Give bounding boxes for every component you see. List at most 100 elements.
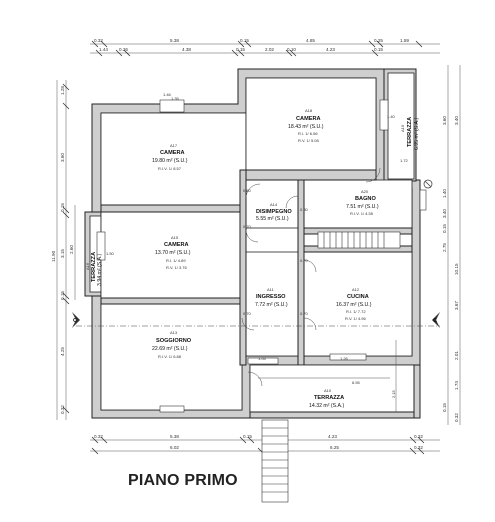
dim-top2-6: 0.10 xyxy=(287,47,296,52)
room-a14-area: 5.55 m² (S.U.) xyxy=(256,216,289,222)
dim-right-5: 2.75 xyxy=(442,243,447,252)
dim-bottom-5: 0.32 xyxy=(414,434,423,439)
room-a16-name: TERRAZZA xyxy=(91,252,97,282)
dim-bottom2-2: 6.25 xyxy=(330,445,339,450)
dim-right-9: 1.74 xyxy=(454,381,459,390)
inner-dim-10: 0.70 xyxy=(243,311,252,316)
dim-left-3: 0.15 xyxy=(60,203,65,212)
room-a10-code: A10 xyxy=(324,388,332,393)
room-a12-code: A12 xyxy=(352,287,360,292)
room-a13-ratio: R.I.V. 1/ 6.88 xyxy=(158,354,182,359)
dim-right-10: 3.40 xyxy=(454,116,459,125)
dim-top-6: 1.59 xyxy=(400,38,409,43)
dim-top2-7: 4.23 xyxy=(326,47,335,52)
section-arrow-right-icon xyxy=(432,312,440,328)
room-a14-name: DISIMPEGNO xyxy=(256,209,292,215)
plan-title: PIANO PRIMO xyxy=(128,472,238,489)
left-dimensions: 1.28 3.60 0.15 3.15 2.60 0.15 4.25 0.32 … xyxy=(51,80,76,420)
room-a12-area: 16.37 m² (S.U.) xyxy=(336,302,372,308)
dim-left-8: 0.32 xyxy=(60,405,65,414)
room-a14-code: A14 xyxy=(270,202,278,207)
dim-bottom-3: 0.15 xyxy=(243,434,252,439)
room-a18-area: 18.43 m² (S.U.) xyxy=(288,124,324,130)
entrance-stairs xyxy=(261,419,289,503)
dim-bottom-4: 4.23 xyxy=(328,434,337,439)
room-a20-ratio: R.I.V. 1/ 4.55 xyxy=(350,211,374,216)
room-a12-ri: R.I. 1/ 7.72 xyxy=(346,309,366,314)
room-a11-name: INGRESSO xyxy=(256,294,286,300)
right-dimensions: 3.60 1.40 3.40 0.15 2.75 10.15 3.67 2.01… xyxy=(442,65,461,425)
dim-left-2: 3.60 xyxy=(60,153,65,162)
dim-top-5: 0.25 xyxy=(374,38,383,43)
room-a17-area: 19.80 m² (S.U.) xyxy=(152,158,188,164)
room-a15-ri: R.I. 1/ 4.89 xyxy=(166,258,186,263)
room-a12-rv: R.V. 1/ 4.96 xyxy=(345,316,367,321)
dim-left-7: 4.25 xyxy=(60,347,65,356)
room-a16-code: A16 xyxy=(85,262,90,270)
inner-dim-1: 1.46 xyxy=(163,92,172,97)
inner-dim-11: 0.70 xyxy=(300,311,309,316)
inner-dim-6: 0.80 xyxy=(300,207,309,212)
room-a13-code: A13 xyxy=(170,330,178,335)
section-arrow-left-icon xyxy=(72,312,80,328)
dim-right-12: 0.32 xyxy=(454,413,459,422)
dim-left-total: 11.90 xyxy=(51,250,56,262)
terrace-a10-area xyxy=(249,364,421,419)
room-a13-name: SOGGIORNO xyxy=(156,338,192,344)
room-a17-name: CAMERA xyxy=(160,150,185,156)
dim-right-7: 3.67 xyxy=(454,301,459,310)
room-a18-name: CAMERA xyxy=(296,116,321,122)
section-line: C C xyxy=(72,312,440,412)
inner-dim-9: 0.70 xyxy=(243,224,252,229)
room-a20-code: A20 xyxy=(361,189,369,194)
room-a10-area: 14.32 m² (S.A.) xyxy=(309,403,344,409)
room-a11-area: 7.72 m² (S.U.) xyxy=(255,302,288,308)
dim-top2-4: 0.15 xyxy=(236,47,245,52)
inner-dim-13: 1.50 xyxy=(106,251,115,256)
room-a19-code: A19 xyxy=(400,124,405,132)
dim-bottom-1: 0.32 xyxy=(94,434,103,439)
inner-dim-7: 1.05 xyxy=(258,356,267,361)
room-a15-area: 13.70 m² (S.U.) xyxy=(155,250,191,256)
section-mark-left: C xyxy=(73,318,77,324)
doors xyxy=(241,167,381,387)
inner-dim-2: 1.35 xyxy=(171,96,180,101)
top-dimensions: 0.32 5.38 0.15 4.85 0.25 1.59 1.44 0.26 … xyxy=(90,38,440,57)
dim-right-3: 3.40 xyxy=(442,209,447,218)
staircase xyxy=(317,231,401,249)
room-a13-area: 22.69 m² (S.U.) xyxy=(152,346,188,352)
room-a20-name: BAGNO xyxy=(355,196,376,202)
dim-bottom2-1: 6.02 xyxy=(170,445,179,450)
dim-top2-5: 2.02 xyxy=(265,47,274,52)
inner-dimensions: 1.46 1.35 1.40 1.72 0.80 0.80 1.05 1.26 … xyxy=(106,92,409,398)
room-a10-name: TERRAZZA xyxy=(314,395,344,401)
dim-top-3: 0.15 xyxy=(240,38,249,43)
room-a11-code: A11 xyxy=(267,287,275,292)
room-a17-code: A17 xyxy=(170,143,178,148)
room-a18-rv: R.V. 1/ 5.08 xyxy=(298,138,320,143)
room-a20-area: 7.51 m² (S.U.) xyxy=(346,204,379,210)
dim-top2-8: 0.15 xyxy=(374,47,383,52)
room-labels: A17 CAMERA 19.80 m² (S.U.) R.I.V. 1/ 8.5… xyxy=(85,108,420,409)
dim-right-4: 0.15 xyxy=(442,224,447,233)
inner-dim-5: 0.80 xyxy=(243,188,252,193)
section-mark-right: C xyxy=(433,318,437,324)
room-a15-name: CAMERA xyxy=(164,242,189,248)
dim-right-11: 0.15 xyxy=(442,403,447,412)
dim-right-8: 2.01 xyxy=(454,351,459,360)
room-a18-code: A18 xyxy=(305,108,313,113)
room-a18-ri: R.I. 1/ 6.56 xyxy=(298,131,318,136)
dim-right-6: 10.15 xyxy=(454,263,459,275)
dim-left-4: 3.15 xyxy=(60,249,65,258)
dim-bottom-2: 5.38 xyxy=(170,434,179,439)
dim-bottom2-3: 0.32 xyxy=(414,445,423,450)
inner-dim-15: 2.15 xyxy=(391,389,396,398)
chimney-symbol-icon xyxy=(423,179,433,189)
dim-top2-1: 1.44 xyxy=(99,47,108,52)
rooms xyxy=(100,77,413,411)
dim-left-1: 1.28 xyxy=(60,86,65,95)
room-a15-code: A15 xyxy=(171,235,179,240)
inner-dim-3: 1.40 xyxy=(387,114,396,119)
dim-right-2: 1.40 xyxy=(442,189,447,198)
room-a17-ratio: R.I.V. 1/ 8.57 xyxy=(158,166,182,171)
